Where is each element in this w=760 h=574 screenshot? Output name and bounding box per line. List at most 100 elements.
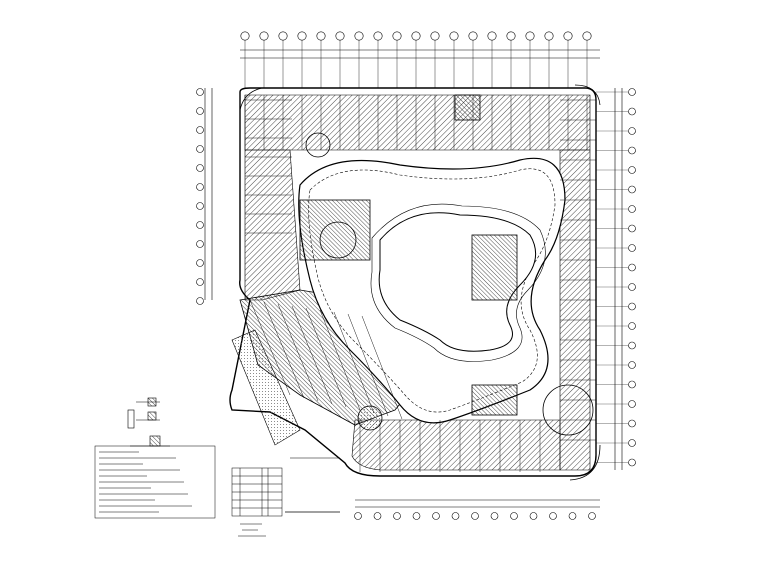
axis-bubble-left xyxy=(196,183,204,191)
axis-bubble-bottom xyxy=(412,512,421,520)
axis-bubble-bottom xyxy=(529,512,538,520)
axis-bubble-top xyxy=(392,31,402,41)
axis-bubble-right xyxy=(628,224,636,233)
grid-line-diagonal xyxy=(319,309,361,411)
axis-bubble-right xyxy=(628,400,636,408)
axis-bubble-right xyxy=(628,419,636,428)
axis-bubble-right xyxy=(628,361,636,369)
grid-line-diagonal xyxy=(263,301,305,399)
bottom-dimension-lines xyxy=(355,499,600,508)
grid-line-diagonal xyxy=(277,303,319,402)
grid-line-diagonal xyxy=(291,305,333,405)
axis-bubble-left xyxy=(196,278,204,286)
axis-bubble-left xyxy=(196,164,204,172)
left-row-axes xyxy=(196,88,204,305)
axis-bubble-right xyxy=(628,127,636,135)
axis-bubble-right xyxy=(628,166,636,174)
corner-arc-top-left xyxy=(239,87,263,111)
round-stair-corner xyxy=(542,384,594,436)
axis-bubble-top xyxy=(240,31,250,41)
axis-bubble-right xyxy=(628,146,636,155)
top-dimension-lines xyxy=(240,49,600,59)
axis-bubble-top xyxy=(411,31,421,41)
structural-grid xyxy=(244,95,596,472)
axis-bubble-top xyxy=(297,31,307,41)
axis-bubble-bottom xyxy=(393,512,401,520)
axis-bubble-bottom xyxy=(588,512,596,520)
round-stair-bottom xyxy=(357,405,383,431)
notes-block xyxy=(94,445,216,519)
building-outline xyxy=(229,87,597,477)
slab-band-left xyxy=(244,149,301,301)
axis-bubble-right xyxy=(628,263,636,272)
corner-arc-bottom-right xyxy=(569,444,601,481)
axis-bubble-left xyxy=(196,259,204,267)
axis-bubble-top xyxy=(278,31,288,41)
axis-bubble-top xyxy=(506,31,516,41)
axis-bubble-bottom xyxy=(510,512,518,520)
schedule-table xyxy=(231,467,283,517)
core-right xyxy=(471,234,518,301)
axis-bubble-top xyxy=(563,31,573,41)
axis-bubble-top xyxy=(354,31,364,41)
bottom-column-axes xyxy=(354,512,596,520)
axis-bubble-left xyxy=(196,88,204,96)
right-row-axes xyxy=(596,88,636,467)
axis-bubble-top xyxy=(430,31,440,41)
axis-bubble-right xyxy=(628,302,636,311)
round-stair-left xyxy=(319,221,357,259)
axis-bubble-top xyxy=(544,31,554,41)
axis-bubble-bottom xyxy=(432,512,440,520)
axis-bubble-bottom xyxy=(451,512,460,520)
axis-bubble-bottom xyxy=(568,512,577,520)
axis-bubble-left xyxy=(196,202,204,210)
axis-bubble-right xyxy=(628,322,636,330)
axis-bubble-right xyxy=(628,205,636,213)
axis-bubble-right xyxy=(628,439,636,447)
core-top xyxy=(454,94,481,121)
detail-symbols xyxy=(127,397,170,447)
central-island-ring xyxy=(370,203,546,362)
axis-bubble-right xyxy=(628,107,636,116)
grid-line-diagonal xyxy=(347,313,389,417)
core-bottom xyxy=(471,384,518,416)
axis-bubble-right xyxy=(628,458,636,467)
grid-line-diagonal xyxy=(333,311,375,414)
courtyard-inner-edge xyxy=(308,168,556,413)
grid-line-diagonal xyxy=(249,299,291,396)
axis-bubble-bottom xyxy=(471,512,479,520)
slab-band-top xyxy=(244,94,591,151)
axis-bubble-top xyxy=(468,31,478,41)
axis-bubble-top xyxy=(316,31,326,41)
axis-bubble-left xyxy=(196,126,204,134)
axis-bubble-top xyxy=(449,31,459,41)
top-column-axes xyxy=(240,31,592,88)
axis-bubble-top xyxy=(487,31,497,41)
axis-bubble-right xyxy=(628,185,636,194)
axis-bubble-top xyxy=(373,31,383,41)
axis-bubble-right xyxy=(628,341,636,350)
left-dimension-lines xyxy=(204,88,213,300)
slab-band-bottom xyxy=(351,419,561,471)
axis-bubble-left xyxy=(196,240,204,248)
axis-bubble-right xyxy=(628,88,636,96)
right-dimension-lines xyxy=(614,88,623,470)
axis-bubble-bottom xyxy=(373,512,382,520)
corner-arc-top-right xyxy=(574,84,601,106)
axis-bubble-right xyxy=(628,380,636,389)
axis-bubble-bottom xyxy=(490,512,499,520)
axis-bubble-top xyxy=(525,31,535,41)
axis-bubble-left xyxy=(196,221,204,229)
core-left xyxy=(299,199,371,261)
axis-bubble-left xyxy=(196,145,204,153)
schedule-caption xyxy=(238,523,266,537)
axis-bubble-left xyxy=(196,297,204,305)
axis-bubble-top xyxy=(582,31,592,41)
diagonal-wing-strip xyxy=(231,329,301,446)
axis-bubble-top xyxy=(335,31,345,41)
axis-bubble-top xyxy=(259,31,269,41)
round-stair-top xyxy=(305,132,331,158)
axis-bubble-right xyxy=(628,244,636,252)
